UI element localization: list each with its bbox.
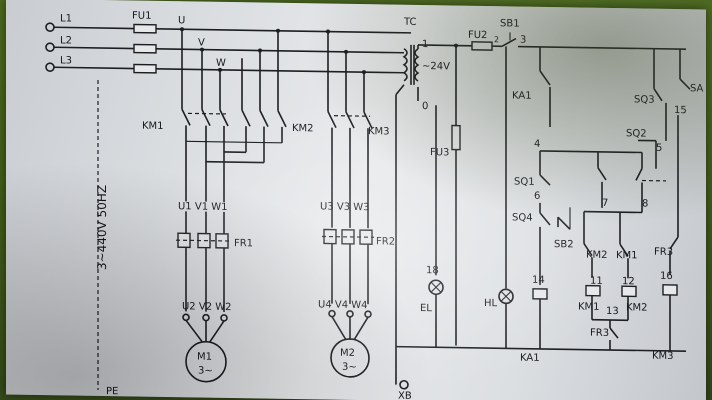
label-sq2: SQ2 <box>626 128 647 139</box>
label-fu3: FU3 <box>430 147 449 158</box>
label-ka1-coil: KA1 <box>520 353 540 364</box>
label-node-0: 0 <box>422 101 428 112</box>
label-km2-interlock: KM2 <box>586 250 608 261</box>
motor-m2-branch: KM3 U3 V3 W3 FR2 U4 V4 W4 M2 <box>318 29 395 378</box>
motor-m1-branch: KM1 KM2 U1 V1 <box>142 27 314 383</box>
supply-voltage-label: 3~440V 50HZ <box>95 185 109 270</box>
label-node-3: 3 <box>520 35 526 46</box>
schematic-sheet: L1 L2 L3 FU1 U V W <box>6 0 706 400</box>
coil-km2 <box>621 285 637 298</box>
label-km1-contacts: KM1 <box>142 121 164 132</box>
label-node-14: 14 <box>532 275 545 286</box>
label-l3: L3 <box>60 55 72 66</box>
label-node-8: 8 <box>642 198 648 209</box>
label-l2: L2 <box>60 35 72 46</box>
lamp-el-branch: FU3 18 EL <box>420 105 461 348</box>
label-fr1: FR1 <box>234 238 253 249</box>
label-tc: TC <box>403 17 417 28</box>
label-node-13: 13 <box>606 306 619 317</box>
label-fu2: FU2 <box>468 30 487 41</box>
label-fu1: FU1 <box>132 10 151 21</box>
label-km3-coil: KM3 <box>652 351 674 362</box>
label-xb: XB <box>398 391 412 400</box>
label-node-11: 11 <box>590 276 603 287</box>
coil-branches: 7 KM2 11 KM1 KM1 12 KM2 13 <box>578 128 666 351</box>
label-24v: ~24V <box>422 61 450 72</box>
coil-km3 <box>662 284 678 296</box>
terminal-l3 <box>45 62 55 72</box>
label-km2-coil: KM2 <box>626 302 648 313</box>
label-m1-phase: 3~ <box>198 366 213 377</box>
transformer-tc: TC ~24V 1 0 XB <box>395 17 450 400</box>
fuse-fu1-b <box>133 43 157 54</box>
label-u4v4w4: U4 V4 W4 <box>318 299 367 311</box>
label-node-2: 2 <box>494 35 499 44</box>
label-sq3: SQ3 <box>634 94 655 105</box>
electrical-schematic: L1 L2 L3 FU1 U V W <box>45 10 704 400</box>
label-m1: M1 <box>197 352 212 363</box>
coil-ka1 <box>532 288 548 300</box>
label-node-18: 18 <box>426 265 439 276</box>
terminal-xb <box>399 379 409 390</box>
label-sq4: SQ4 <box>512 212 533 223</box>
label-sq1: SQ1 <box>514 176 535 187</box>
label-km1-interlock: KM1 <box>616 250 638 261</box>
label-u: U <box>178 15 185 26</box>
label-m2-phase: 3~ <box>342 362 357 373</box>
label-u2v2w2: U2 V2 W2 <box>182 301 231 313</box>
label-km3-contacts: KM3 <box>368 126 390 137</box>
label-node-7: 7 <box>602 198 608 209</box>
label-fr3: FR3 <box>654 247 673 258</box>
label-sb1: SB1 <box>500 18 520 29</box>
label-node-16: 16 <box>660 271 673 282</box>
label-m2: M2 <box>340 348 355 359</box>
label-pe: PE <box>106 386 118 397</box>
lamp-hl-branch: HL <box>484 46 514 349</box>
label-u3v3w3: U3 V3 W3 <box>320 201 369 213</box>
fuse-fu3 <box>451 124 461 151</box>
label-km2-contacts: KM2 <box>292 123 314 134</box>
label-km1-coil: KM1 <box>578 301 600 312</box>
label-ka1-contact: KA1 <box>512 90 532 101</box>
control-top-bus: FU2 2 SB1 3 <box>418 18 686 346</box>
phase-lines: FU1 U V W <box>54 10 411 74</box>
motor-m1 <box>185 340 227 383</box>
fuse-fu1-c <box>133 63 157 74</box>
label-l1: L1 <box>60 13 72 24</box>
supply-terminals: L1 L2 L3 <box>45 13 72 72</box>
label-hl: HL <box>484 298 498 309</box>
terminal-l2 <box>45 42 55 52</box>
fuse-fu2 <box>471 41 493 51</box>
label-fr-contact: FR3 <box>590 328 609 339</box>
km3-branch: SQ3 SA 15 FR3 16 KM3 <box>634 48 704 362</box>
label-v: V <box>198 38 205 49</box>
terminal-l1 <box>45 22 55 32</box>
label-node-4: 4 <box>534 139 540 150</box>
fuse-fu1-a <box>133 23 157 34</box>
label-fr2: FR2 <box>376 236 395 247</box>
label-u1v1w1: U1 V1 W1 <box>178 201 227 213</box>
motor-m2 <box>330 338 370 378</box>
label-sb2: SB2 <box>554 239 574 250</box>
label-w: W <box>216 58 226 69</box>
label-el: EL <box>420 303 432 314</box>
relay-ka1-branch: KA1 4 SQ1 6 SQ4 14 KA1 SB2 <box>512 46 642 364</box>
control-return-bus <box>396 345 686 352</box>
label-node-5: 5 <box>656 143 662 154</box>
label-node-6: 6 <box>534 191 540 202</box>
label-sa: SA <box>690 83 704 94</box>
label-node-15: 15 <box>674 105 687 116</box>
label-node-12: 12 <box>622 276 635 287</box>
coil-km1 <box>585 284 601 297</box>
